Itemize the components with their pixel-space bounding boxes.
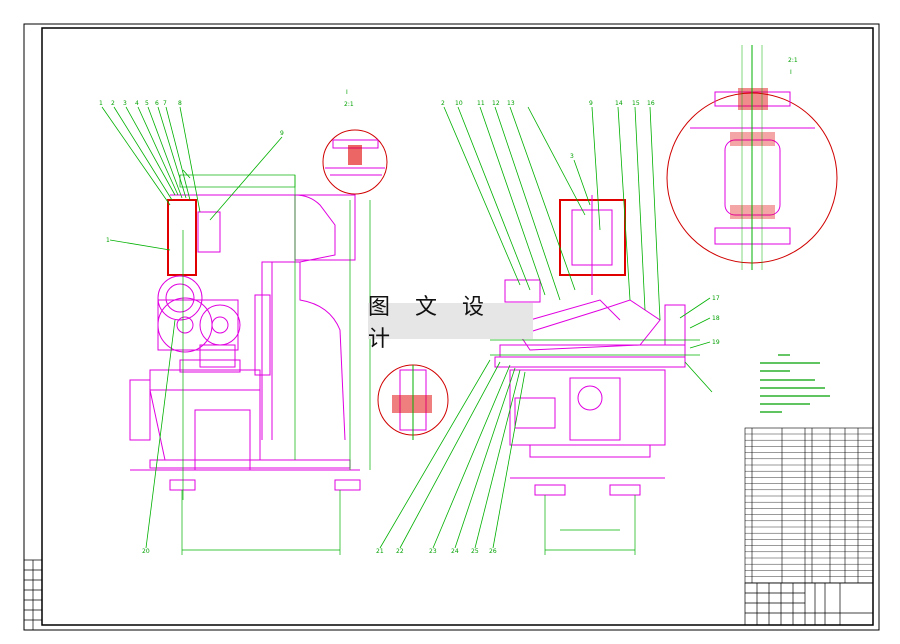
- balloon-label: 1: [99, 100, 103, 107]
- outer-frame: [23, 23, 880, 631]
- title-block: [744, 582, 874, 626]
- detail-ratio: 2:1: [788, 57, 798, 64]
- balloon-label: 16: [647, 100, 655, 107]
- detail-circle-lower: [377, 364, 449, 440]
- balloon-label: 12: [492, 100, 500, 107]
- watermark-box: 图 文 设 计: [368, 295, 533, 352]
- balloon-label: 24: [451, 548, 459, 555]
- detail-ratio: 2:1: [344, 101, 354, 108]
- balloon-label: 8: [178, 100, 182, 107]
- balloon-label: 14: [615, 100, 623, 107]
- balloon-label: 6: [155, 100, 159, 107]
- inner-frame: [41, 27, 874, 626]
- balloon-label: 15: [632, 100, 640, 107]
- balloon-label: 2: [111, 100, 115, 107]
- balloon-label: 7: [163, 100, 167, 107]
- left-elevation: [129, 194, 361, 491]
- right-elevation: [494, 195, 686, 496]
- tech-notes: [760, 354, 830, 413]
- right-leaders: [379, 106, 713, 549]
- watermark-text: 图 文 设 计: [368, 295, 493, 352]
- balloon-label: 10: [455, 100, 463, 107]
- balloon-label: 18: [712, 315, 720, 322]
- left-leaders: [101, 106, 283, 549]
- balloon-label: 17: [712, 295, 720, 302]
- balloon-label: 22: [396, 548, 404, 555]
- right-balloon-labels: 2 10 11 12 13 3 9 14 15 16 17 18 19 21 2…: [376, 100, 720, 555]
- balloon-label: 4: [135, 100, 139, 107]
- balloon-label: 9: [280, 130, 284, 137]
- balloon-label: 19: [712, 339, 720, 346]
- balloon-label: 3: [123, 100, 127, 107]
- balloon-label: 21: [376, 548, 384, 555]
- balloon-label: 26: [489, 548, 497, 555]
- detail-circle-large: [666, 45, 838, 270]
- parts-list: [744, 427, 874, 584]
- balloon-label: 5: [145, 100, 149, 107]
- balloon-label: 9: [589, 100, 593, 107]
- balloon-label: 23: [429, 548, 437, 555]
- balloon-label: 25: [471, 548, 479, 555]
- balloon-label: 1: [106, 237, 110, 244]
- balloon-label: 11: [477, 100, 485, 107]
- parts-list-rows: [745, 433, 873, 583]
- balloon-label: 2: [441, 100, 445, 107]
- right-centerlines: [490, 339, 700, 555]
- balloon-label: 20: [142, 548, 150, 555]
- detail-label: I: [790, 69, 792, 76]
- detail-circle-upper: [322, 129, 388, 195]
- detail-label: I: [346, 89, 348, 96]
- binding-strip: [24, 559, 42, 630]
- left-balloon-labels: 1 2 3 4 5 6 7 8 9 1 20: [99, 100, 284, 555]
- balloon-label: 3: [570, 153, 574, 160]
- balloon-label: 13: [507, 100, 515, 107]
